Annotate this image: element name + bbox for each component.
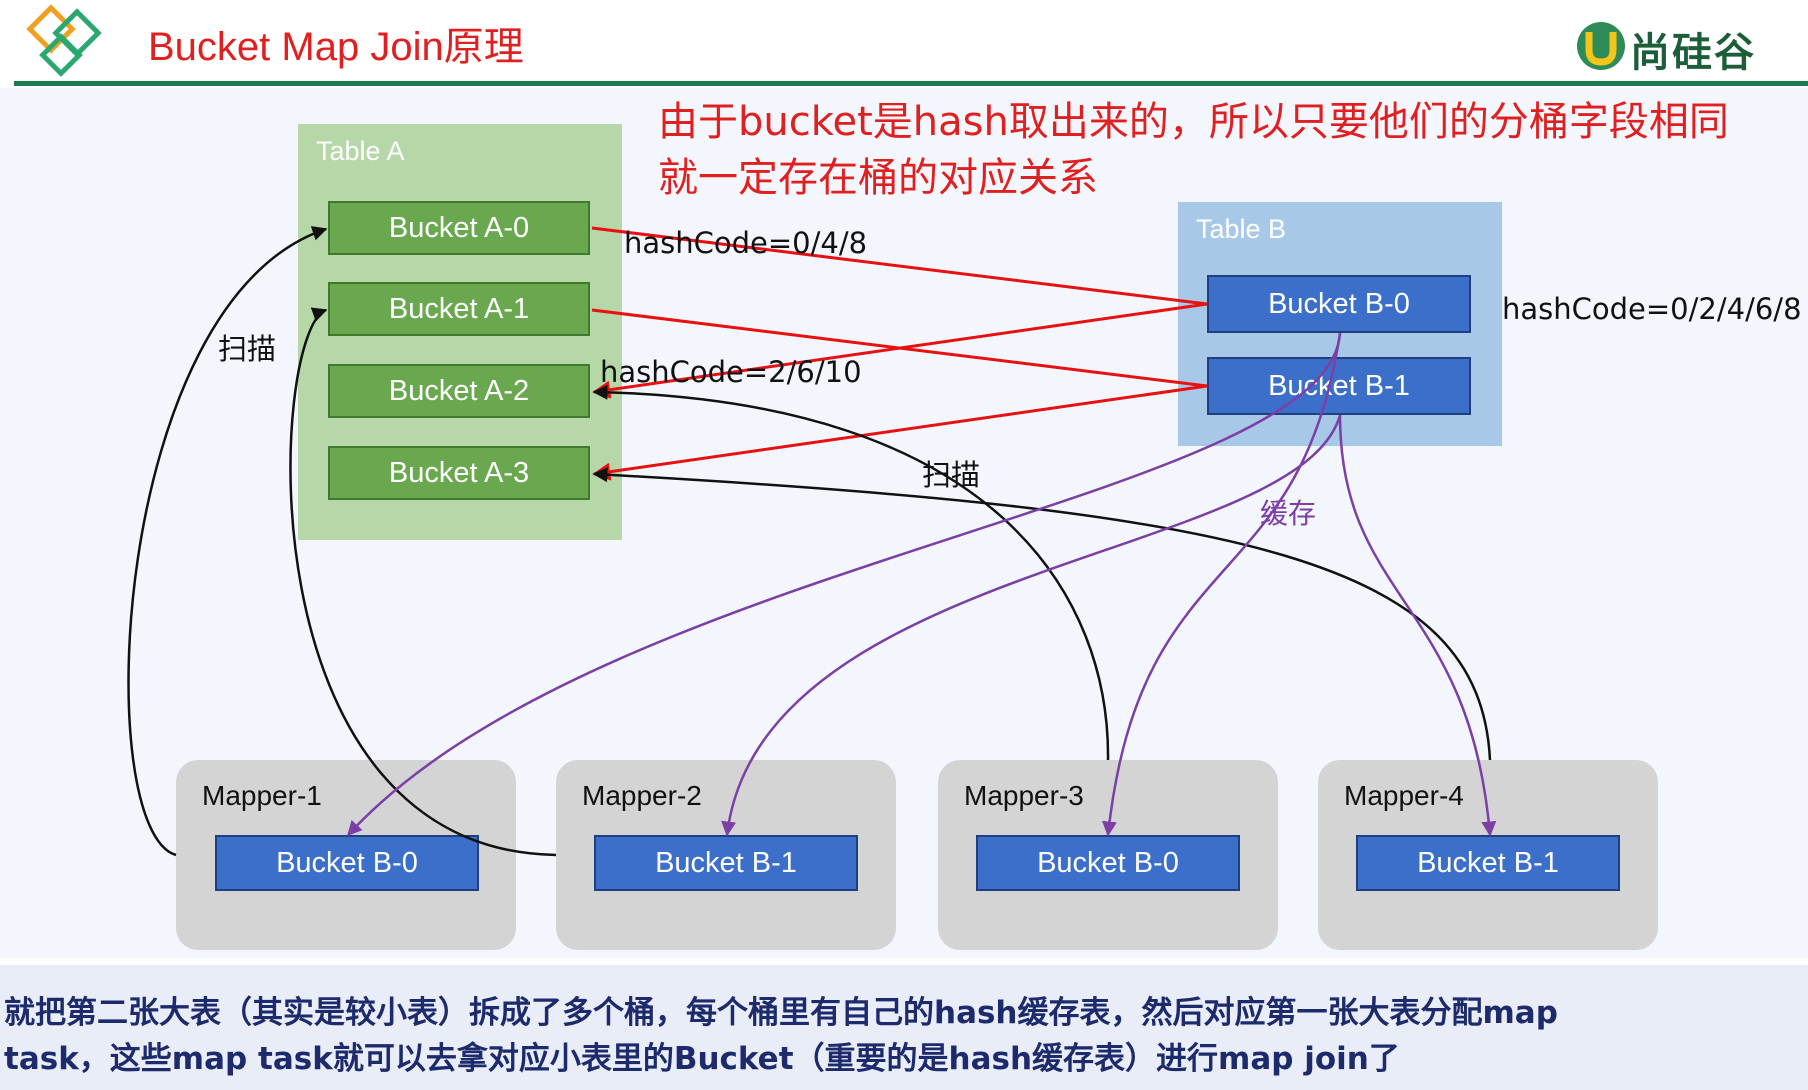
explanation-note: 由于bucket是hash取出来的，所以只要他们的分桶字段相同 就一定存在桶的对… <box>658 94 1729 206</box>
brand-logo-icon <box>1577 22 1625 70</box>
footer-summary: 就把第二张大表（其实是较小表）拆成了多个桶，每个桶里有自己的hash缓存表，然后… <box>4 990 1804 1082</box>
bucket-b-1: Bucket B-1 <box>1207 357 1471 415</box>
hash-mapping-lines <box>591 226 1208 481</box>
mapper-4-label: Mapper-4 <box>1344 780 1464 811</box>
bucket-a-1: Bucket A-1 <box>328 282 590 336</box>
mapper-2-label: Mapper-2 <box>582 780 702 811</box>
footer-line-1: 就把第二张大表（其实是较小表）拆成了多个桶，每个桶里有自己的hash缓存表，然后… <box>4 995 1558 1031</box>
note-line-1: 由于bucket是hash取出来的，所以只要他们的分桶字段相同 <box>658 99 1729 145</box>
brand-name: 尚硅谷 <box>1630 30 1756 76</box>
bucket-a-0: Bucket A-0 <box>328 201 590 255</box>
footer-line-2: task，这些map task就可以去拿对应小表里的Bucket（重要的是has… <box>4 1041 1400 1077</box>
bucket-a-2: Bucket A-2 <box>328 364 590 418</box>
hashcode-a0-label: hashCode=0/4/8 <box>624 226 868 260</box>
cache-lines <box>346 332 1497 837</box>
bucket-b-0: Bucket B-0 <box>1207 275 1471 333</box>
mapper-1-label: Mapper-1 <box>202 780 322 811</box>
page-title: Bucket Map Join原理 <box>148 25 524 69</box>
scan-label-left: 扫描 <box>218 332 277 366</box>
note-line-2: 就一定存在桶的对应关系 <box>658 155 1098 201</box>
scan-label-mid: 扫描 <box>922 458 981 492</box>
table-a-label: Table A <box>316 136 405 166</box>
hashcode-b-label: hashCode=0/2/4/6/8 <box>1502 292 1802 326</box>
scan-lines <box>127 226 1492 857</box>
mapper-4-bucket: Bucket B-1 <box>1356 835 1620 891</box>
bucket-a-3: Bucket A-3 <box>328 446 590 500</box>
table-b-label: Table B <box>1196 214 1287 244</box>
mapper-3-label: Mapper-3 <box>964 780 1084 811</box>
cache-label: 缓存 <box>1260 497 1317 530</box>
mapper-1-bucket: Bucket B-0 <box>215 835 479 891</box>
footer-band <box>0 965 1808 1090</box>
mapper-3-bucket: Bucket B-0 <box>976 835 1240 891</box>
logo-diamonds-icon <box>26 4 102 77</box>
hashcode-a2-label: hashCode=2/6/10 <box>600 355 862 389</box>
header-divider <box>14 81 1808 86</box>
